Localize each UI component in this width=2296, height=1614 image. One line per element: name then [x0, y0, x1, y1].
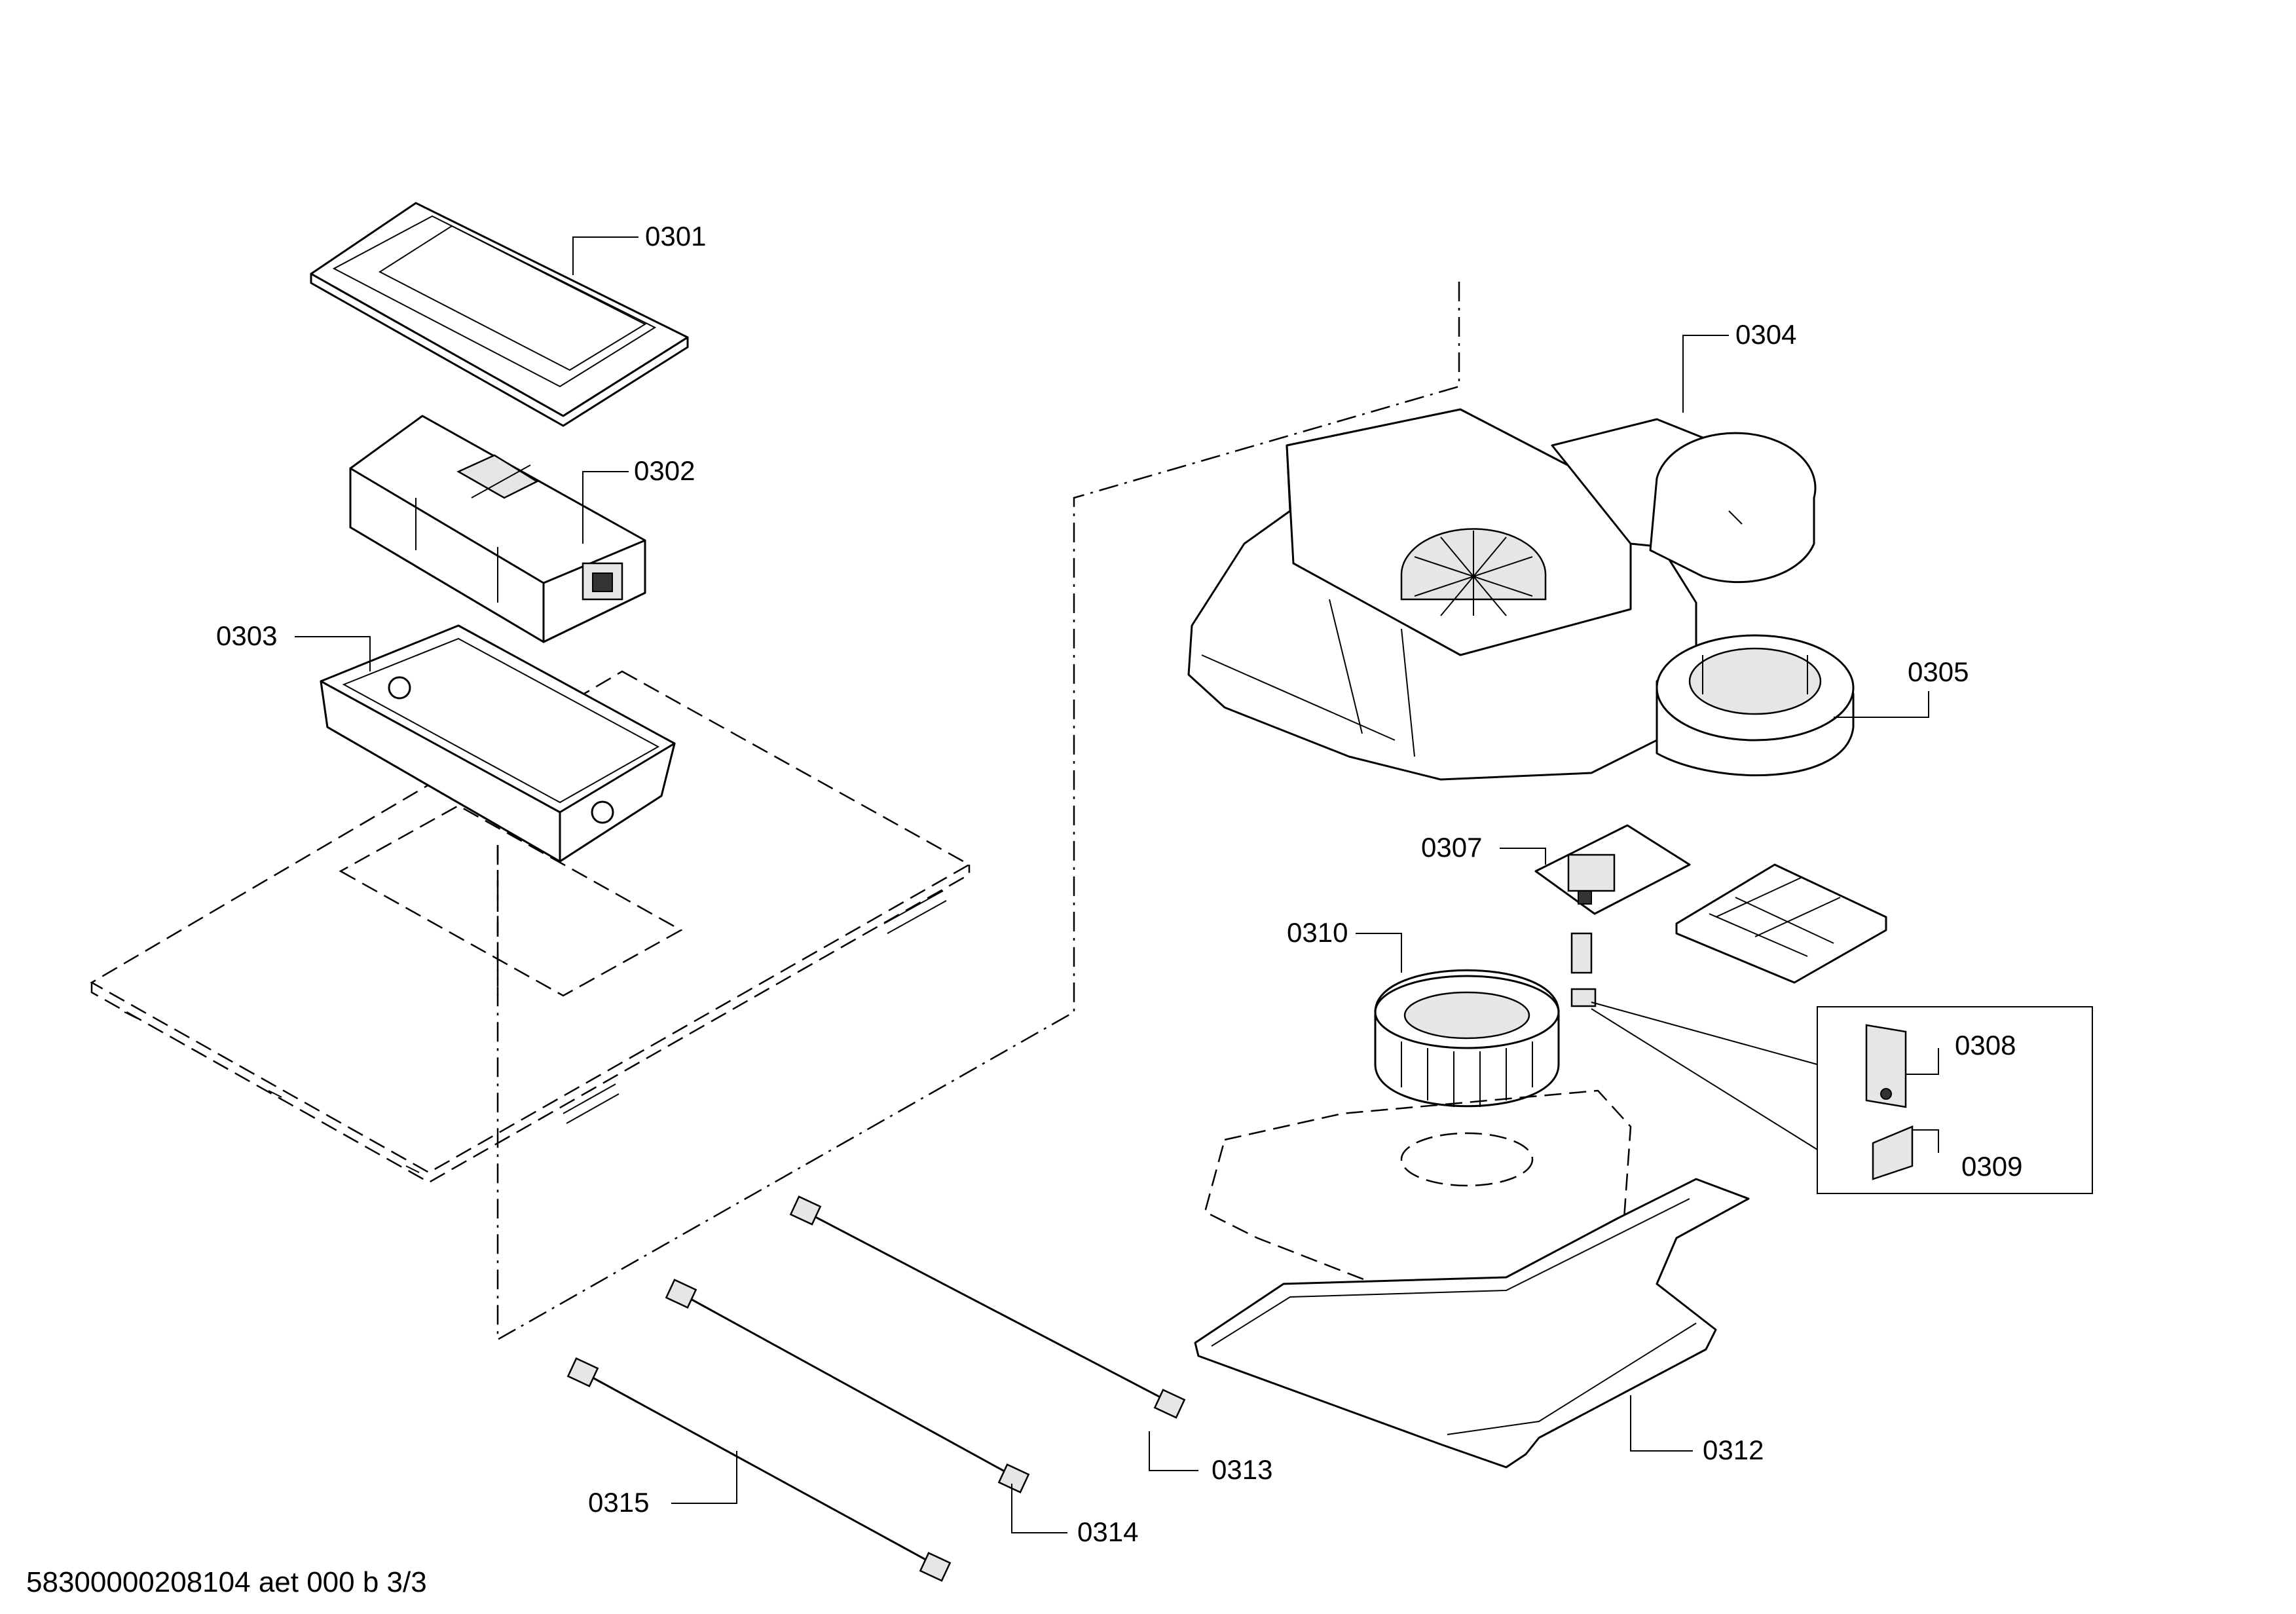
part-0313-cable	[789, 1195, 1186, 1419]
connector-plug-upper	[1570, 932, 1593, 974]
part-0308-control-module	[1865, 1024, 1907, 1108]
document-footer-code: 58300000208104 aet 000 b 3/3	[26, 1566, 427, 1598]
leader-0313	[1149, 1431, 1198, 1471]
label-0305: 0305	[1908, 656, 1969, 687]
leader-0304	[1682, 335, 1729, 413]
label-0301: 0301	[645, 221, 706, 252]
leader-0305	[1834, 691, 1929, 718]
part-0310-fan-wheel	[1374, 969, 1560, 1108]
leader-0314	[1011, 1484, 1067, 1533]
connector-plug-lower	[1570, 988, 1597, 1007]
label-0310: 0310	[1287, 917, 1348, 948]
label-0309: 0309	[1961, 1151, 2022, 1182]
label-0304: 0304	[1735, 319, 1796, 350]
label-0315: 0315	[588, 1487, 649, 1518]
label-0313: 0313	[1212, 1454, 1272, 1485]
assembly-boundary-line	[496, 282, 1460, 1342]
leader-0307	[1500, 848, 1546, 865]
label-0303: 0303	[216, 620, 277, 651]
cooktop-panel	[90, 670, 971, 1184]
label-0308: 0308	[1955, 1030, 2016, 1060]
leader-0310	[1356, 933, 1402, 973]
part-0305-fan-ring	[1656, 634, 1855, 776]
label-0312: 0312	[1703, 1435, 1764, 1465]
leader-0308	[1906, 1048, 1939, 1075]
leader-0301	[572, 236, 639, 275]
label-0314: 0314	[1077, 1516, 1138, 1547]
leader-0303	[295, 636, 371, 671]
detail-callout-lines	[1591, 1002, 1818, 1150]
part-0301-cover-frame	[310, 202, 689, 427]
leader-0315	[671, 1451, 737, 1504]
part-0312-blower-base	[1194, 1089, 1750, 1469]
label-0302: 0302	[634, 455, 695, 486]
part-0315-cable	[566, 1357, 952, 1582]
part-0307-circuit-board	[1534, 824, 1691, 915]
part-0304-motor-housing	[1187, 408, 1817, 781]
label-0307: 0307	[1421, 832, 1482, 863]
leader-0309	[1912, 1129, 1939, 1153]
part-0314-cable	[665, 1279, 1030, 1493]
mounting-bracket	[1675, 863, 1887, 984]
part-0303-lower-tray	[320, 624, 676, 863]
detail-box	[1817, 1006, 2093, 1194]
leader-0312	[1630, 1395, 1693, 1452]
leader-0302	[582, 471, 629, 544]
part-0309-sensor-clip	[1872, 1125, 1914, 1180]
part-0302-upper-housing	[349, 415, 646, 643]
